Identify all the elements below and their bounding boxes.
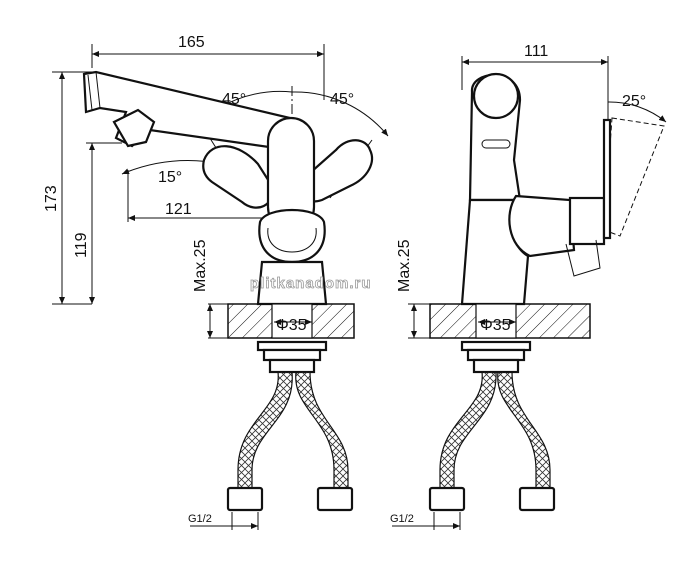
- faucet-spout: [82, 70, 292, 152]
- dim-label-111: 111: [524, 43, 548, 60]
- dim-height-119: 119: [73, 142, 122, 304]
- handle-angle-25: 25°: [603, 93, 667, 237]
- watermark-text: plitkanadom.ru: [250, 275, 372, 292]
- max-mount-label-right: Max.25: [396, 239, 413, 292]
- dim-height-173: 173: [43, 71, 92, 305]
- angle-label-15: 15°: [158, 169, 182, 186]
- countertop-left: Max.25 Φ35: [192, 239, 355, 339]
- angle-label-25: 25°: [622, 93, 646, 110]
- mounting-nut-right: [460, 340, 532, 374]
- faucet-body-side: [460, 72, 612, 306]
- countertop-right: Max.25 Φ35: [396, 239, 591, 339]
- right-view: 111 25° Max.25 Φ35: [390, 43, 667, 530]
- thread-label-right: G1/2: [390, 513, 414, 525]
- hole-diameter-label-right: Φ35: [480, 317, 511, 334]
- dim-depth-111: 111: [461, 43, 609, 128]
- dim-label-121: 121: [165, 201, 192, 218]
- hole-diameter-label-left: Φ35: [276, 317, 307, 334]
- dim-width-165: 165: [91, 34, 325, 100]
- supply-hoses-right: G1/2: [390, 371, 556, 530]
- faucet-body: [256, 116, 328, 306]
- max-mount-label-left: Max.25: [192, 239, 209, 292]
- left-view: 165 173 119 121 4: [43, 34, 389, 530]
- dim-label-173: 173: [43, 185, 60, 212]
- thread-label-left: G1/2: [188, 513, 212, 525]
- mounting-nut-left: [256, 340, 328, 374]
- supply-hoses-left: G1/2: [188, 371, 354, 530]
- dim-label-119: 119: [73, 232, 90, 258]
- dim-label-165: 165: [178, 34, 205, 51]
- angle-label-right-45: 45°: [330, 91, 354, 108]
- handle-ghosts: [202, 139, 374, 209]
